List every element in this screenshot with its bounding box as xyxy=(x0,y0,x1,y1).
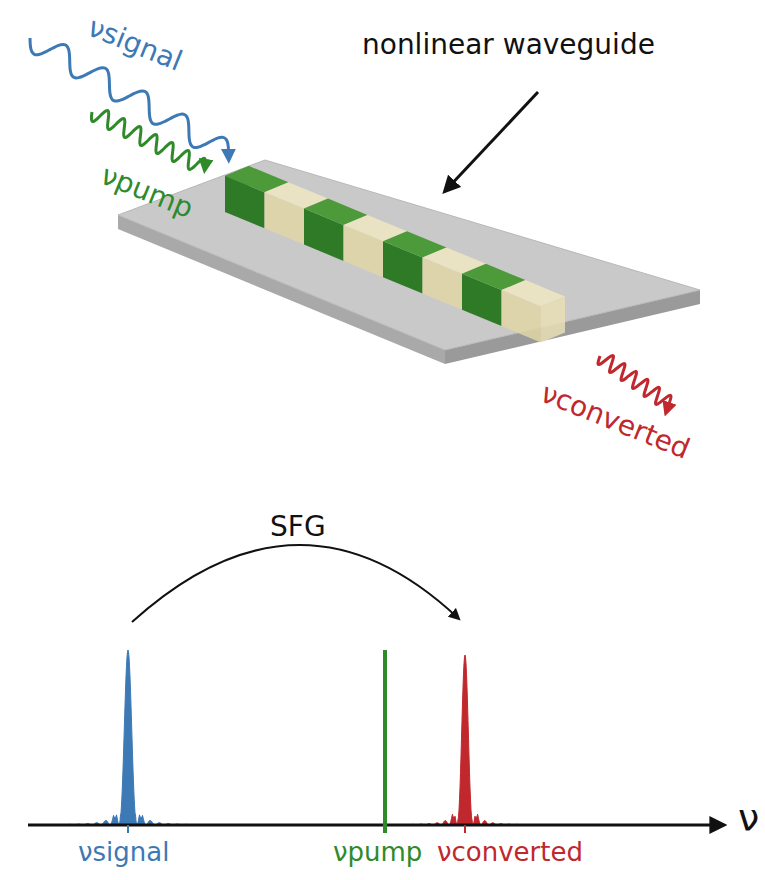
substrate-slab xyxy=(118,160,700,364)
spectrum xyxy=(48,650,520,825)
axis-label: νsignal xyxy=(78,838,169,867)
tick xyxy=(464,825,466,833)
spectral-peak xyxy=(48,650,208,825)
spectral-peak xyxy=(410,655,520,825)
axis-label: νpump xyxy=(333,838,422,867)
pump-line xyxy=(383,650,387,833)
process-label: SFG xyxy=(270,512,326,543)
axis-symbol: ν xyxy=(738,798,759,840)
waveguide-label: nonlinear waveguide xyxy=(362,30,655,61)
axis-label: νconverted xyxy=(437,838,583,867)
pointer-arrow xyxy=(446,92,538,190)
light-waves xyxy=(30,38,671,411)
frequency-axis xyxy=(28,824,722,827)
sfg-arrow xyxy=(132,545,458,622)
converted-label: νconverted xyxy=(536,378,693,465)
tick xyxy=(127,825,129,833)
nonlinear-waveguide xyxy=(225,166,565,342)
